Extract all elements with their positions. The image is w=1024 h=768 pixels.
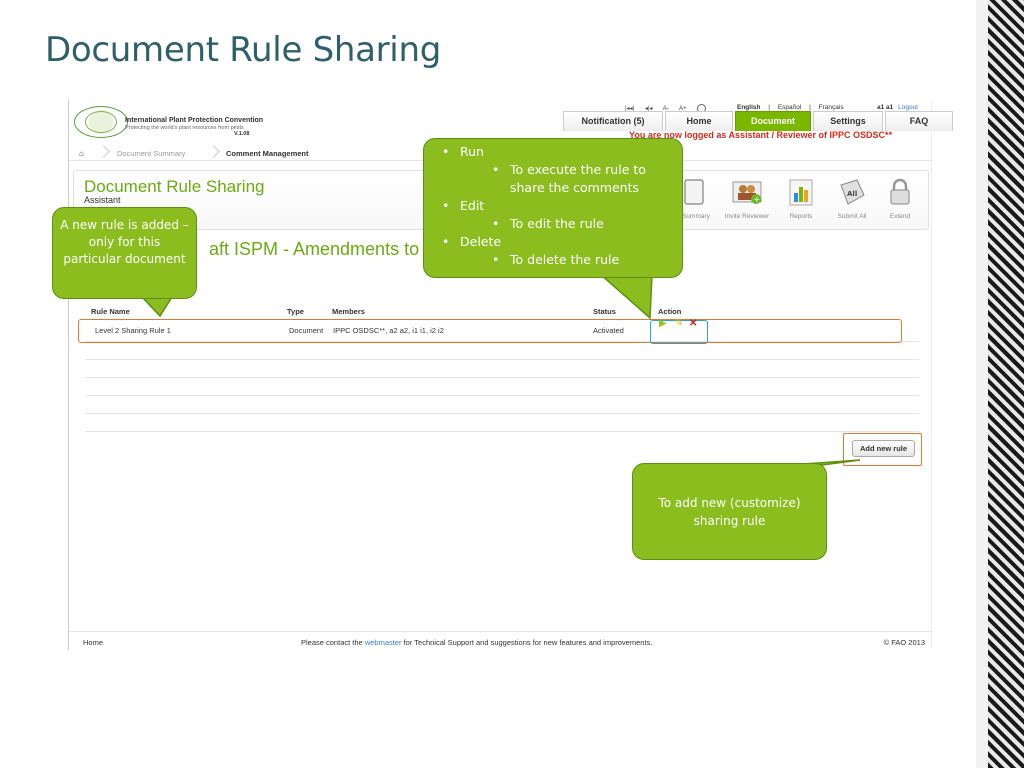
logged-as-banner: You are now logged as Assistant / Review… — [629, 130, 893, 140]
svg-text:All: All — [847, 190, 857, 198]
reports-icon — [786, 177, 816, 207]
tab-faq[interactable]: FAQ — [885, 111, 953, 131]
col-action: Action — [658, 307, 682, 316]
new-rule-highlight — [78, 319, 902, 343]
row-divider — [85, 377, 919, 378]
col-status: Status — [593, 307, 616, 316]
slide-title: Document Rule Sharing — [45, 30, 441, 70]
lang-espanol[interactable]: Español — [777, 104, 802, 111]
font-increase-button[interactable]: A+ — [679, 106, 687, 113]
col-rule-name: Rule Name — [91, 307, 130, 316]
submit-all-label: Submit All — [837, 213, 867, 220]
invite-reviewer-icon: + — [732, 177, 762, 207]
first-page-button[interactable]: |◂◂| — [625, 106, 635, 113]
footer: Home Please contact the webmaster for Te… — [69, 631, 931, 650]
row-actions: ▶ ✎ ✕ — [69, 312, 931, 342]
callout-delete: Delete — [442, 233, 682, 251]
row-divider — [85, 395, 919, 396]
extend-label: Extend — [889, 213, 911, 220]
callout-edit: Edit — [442, 197, 682, 215]
app-version: V.1.08 — [234, 131, 250, 137]
logout-link[interactable]: Logout — [898, 104, 918, 111]
rule-name-cell: Level 2 Sharing Rule 1 — [95, 326, 171, 335]
row-divider — [85, 413, 919, 414]
language-switcher: English | Español | Français — [734, 104, 847, 111]
submit-all-icon: All — [837, 177, 867, 207]
lang-francais[interactable]: Français — [818, 104, 844, 111]
org-name: International Plant Protection Conventio… — [125, 117, 264, 124]
col-type: Type — [287, 307, 304, 316]
prev-page-button[interactable]: ◂|◂ — [644, 106, 653, 113]
members-cell: IPPC OSDSC**, a2 a2, i1 i1, i2 i2 — [333, 326, 444, 335]
type-cell: Document — [289, 326, 324, 335]
actions-pointer — [598, 273, 653, 320]
table-row: Level 2 Sharing Rule 1 Document IPPC OSD… — [85, 319, 919, 341]
lang-separator: | — [809, 104, 811, 111]
ippc-logo-icon — [74, 106, 128, 138]
footer-contact-prefix: Please contact the — [301, 638, 363, 647]
add-new-rule-button[interactable]: Add new rule — [852, 440, 915, 457]
webmaster-link[interactable]: webmaster — [364, 638, 402, 647]
actions-callout: Run To execute the rule to share the com… — [423, 138, 683, 278]
new-rule-pointer — [140, 296, 174, 318]
callout-delete-desc: To delete the rule — [460, 251, 682, 269]
home-icon[interactable]: ⌂ — [79, 149, 84, 158]
action-highlight — [650, 320, 708, 344]
row-divider — [85, 341, 919, 342]
invite-reviewer-tool[interactable]: + Invite Reviewer — [716, 177, 778, 220]
page-title: Document Rule Sharing — [84, 177, 265, 196]
add-rule-highlight — [843, 433, 922, 466]
add-rule-callout: To add new (customize) sharing rule — [632, 463, 827, 560]
summary-icon — [681, 177, 711, 207]
tab-settings[interactable]: Settings — [813, 111, 883, 131]
submit-all-tool[interactable]: All Submit All — [832, 177, 872, 220]
callout-run: Run — [442, 143, 682, 161]
tab-document[interactable]: Document — [735, 111, 811, 131]
row-divider — [85, 431, 919, 432]
main-nav: Notification (5) Home Document Settings … — [563, 111, 955, 131]
decorative-border — [976, 0, 1024, 768]
footer-contact-suffix: for Technical Support and suggestions fo… — [403, 638, 653, 647]
reports-tool[interactable]: Reports — [786, 177, 816, 220]
lock-icon — [885, 177, 915, 207]
user-info: a1 a1 Logout — [877, 104, 918, 111]
callout-edit-desc: To edit the rule — [460, 215, 682, 233]
lang-separator: | — [768, 104, 770, 111]
user-role: Assistant — [84, 195, 121, 205]
font-decrease-button[interactable]: A- — [662, 106, 669, 113]
play-icon[interactable]: ▶ — [659, 318, 667, 329]
org-tagline: Protecting the world's plant resources f… — [125, 125, 244, 131]
user-name: a1 a1 — [877, 104, 894, 111]
document-heading: aft ISPM - Amendments to IS — [209, 239, 442, 259]
row-divider — [85, 359, 919, 360]
tab-home[interactable]: Home — [665, 111, 733, 131]
footer-copyright: © FAO 2013 — [883, 638, 925, 647]
invite-reviewer-label: Invite Reviewer — [724, 213, 770, 220]
summary-label: Summary — [682, 213, 710, 220]
summary-tool[interactable]: Summary — [676, 177, 716, 220]
pencil-icon[interactable]: ✎ — [675, 318, 684, 329]
status-cell: Activated — [593, 326, 624, 335]
new-rule-callout: A new rule is added – only for this part… — [52, 207, 197, 299]
table-header: Rule Name Type Members Status Action — [85, 305, 919, 317]
footer-contact: Please contact the webmaster for Technic… — [301, 638, 652, 647]
tab-notification[interactable]: Notification (5) — [563, 111, 663, 131]
breadcrumb-comment-management[interactable]: Comment Management — [226, 149, 309, 158]
breadcrumb-document-summary[interactable]: Document Summary — [117, 149, 186, 158]
footer-home-link[interactable]: Home — [83, 638, 104, 647]
reports-label: Reports — [789, 213, 813, 220]
col-members: Members — [332, 307, 365, 316]
lang-english[interactable]: English — [737, 104, 761, 111]
callout-run-desc: To execute the rule to share the comment… — [460, 161, 682, 197]
x-icon[interactable]: ✕ — [689, 318, 698, 329]
svg-text:+: + — [754, 195, 761, 204]
extend-tool[interactable]: Extend — [882, 177, 918, 220]
